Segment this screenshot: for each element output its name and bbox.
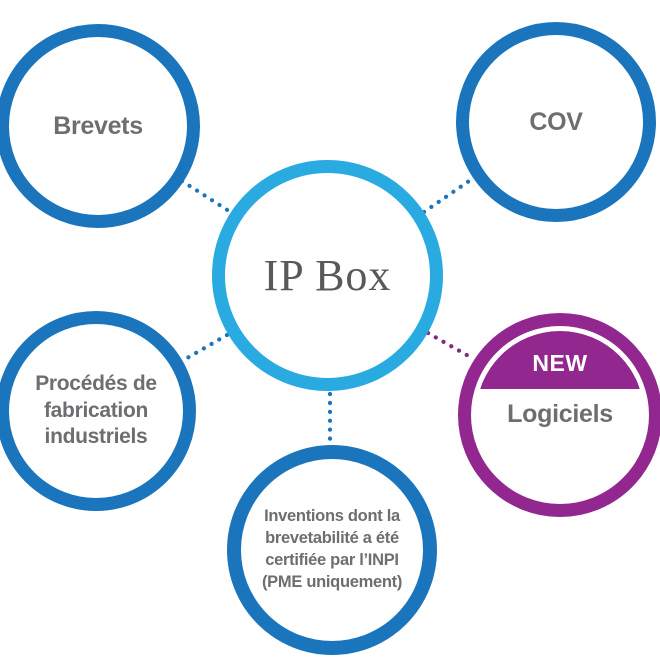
node-procedes-label: Procédés de fabrication industriels (35, 372, 157, 449)
node-inventions: Inventions dont la brevetabilité a été c… (227, 445, 437, 655)
node-logiciels: NEW Logiciels (458, 313, 660, 517)
node-logiciels-label-wrap: Logiciels (476, 389, 644, 429)
node-procedes: Procédés de fabrication industriels (0, 311, 196, 511)
node-logiciels-inner-disc: NEW Logiciels (476, 331, 644, 499)
node-ip-box-center: IP Box (212, 160, 443, 391)
node-brevets-label: Brevets (53, 111, 143, 140)
node-cov-label: COV (529, 107, 583, 136)
node-inventions-label: Inventions dont la brevetabilité a été c… (261, 507, 403, 591)
connector-brevets-center (179, 178, 235, 216)
node-logiciels-label: Logiciels (507, 400, 613, 428)
connector-procedes-center (179, 332, 230, 364)
connector-cov-center (421, 176, 475, 215)
node-brevets: Brevets (0, 24, 200, 228)
connector-logiciels-center (425, 330, 475, 361)
diagram-title: IP Box (263, 251, 392, 300)
new-badge-label: NEW (532, 349, 588, 376)
node-cov: COV (456, 22, 656, 222)
new-badge: NEW (476, 331, 644, 389)
